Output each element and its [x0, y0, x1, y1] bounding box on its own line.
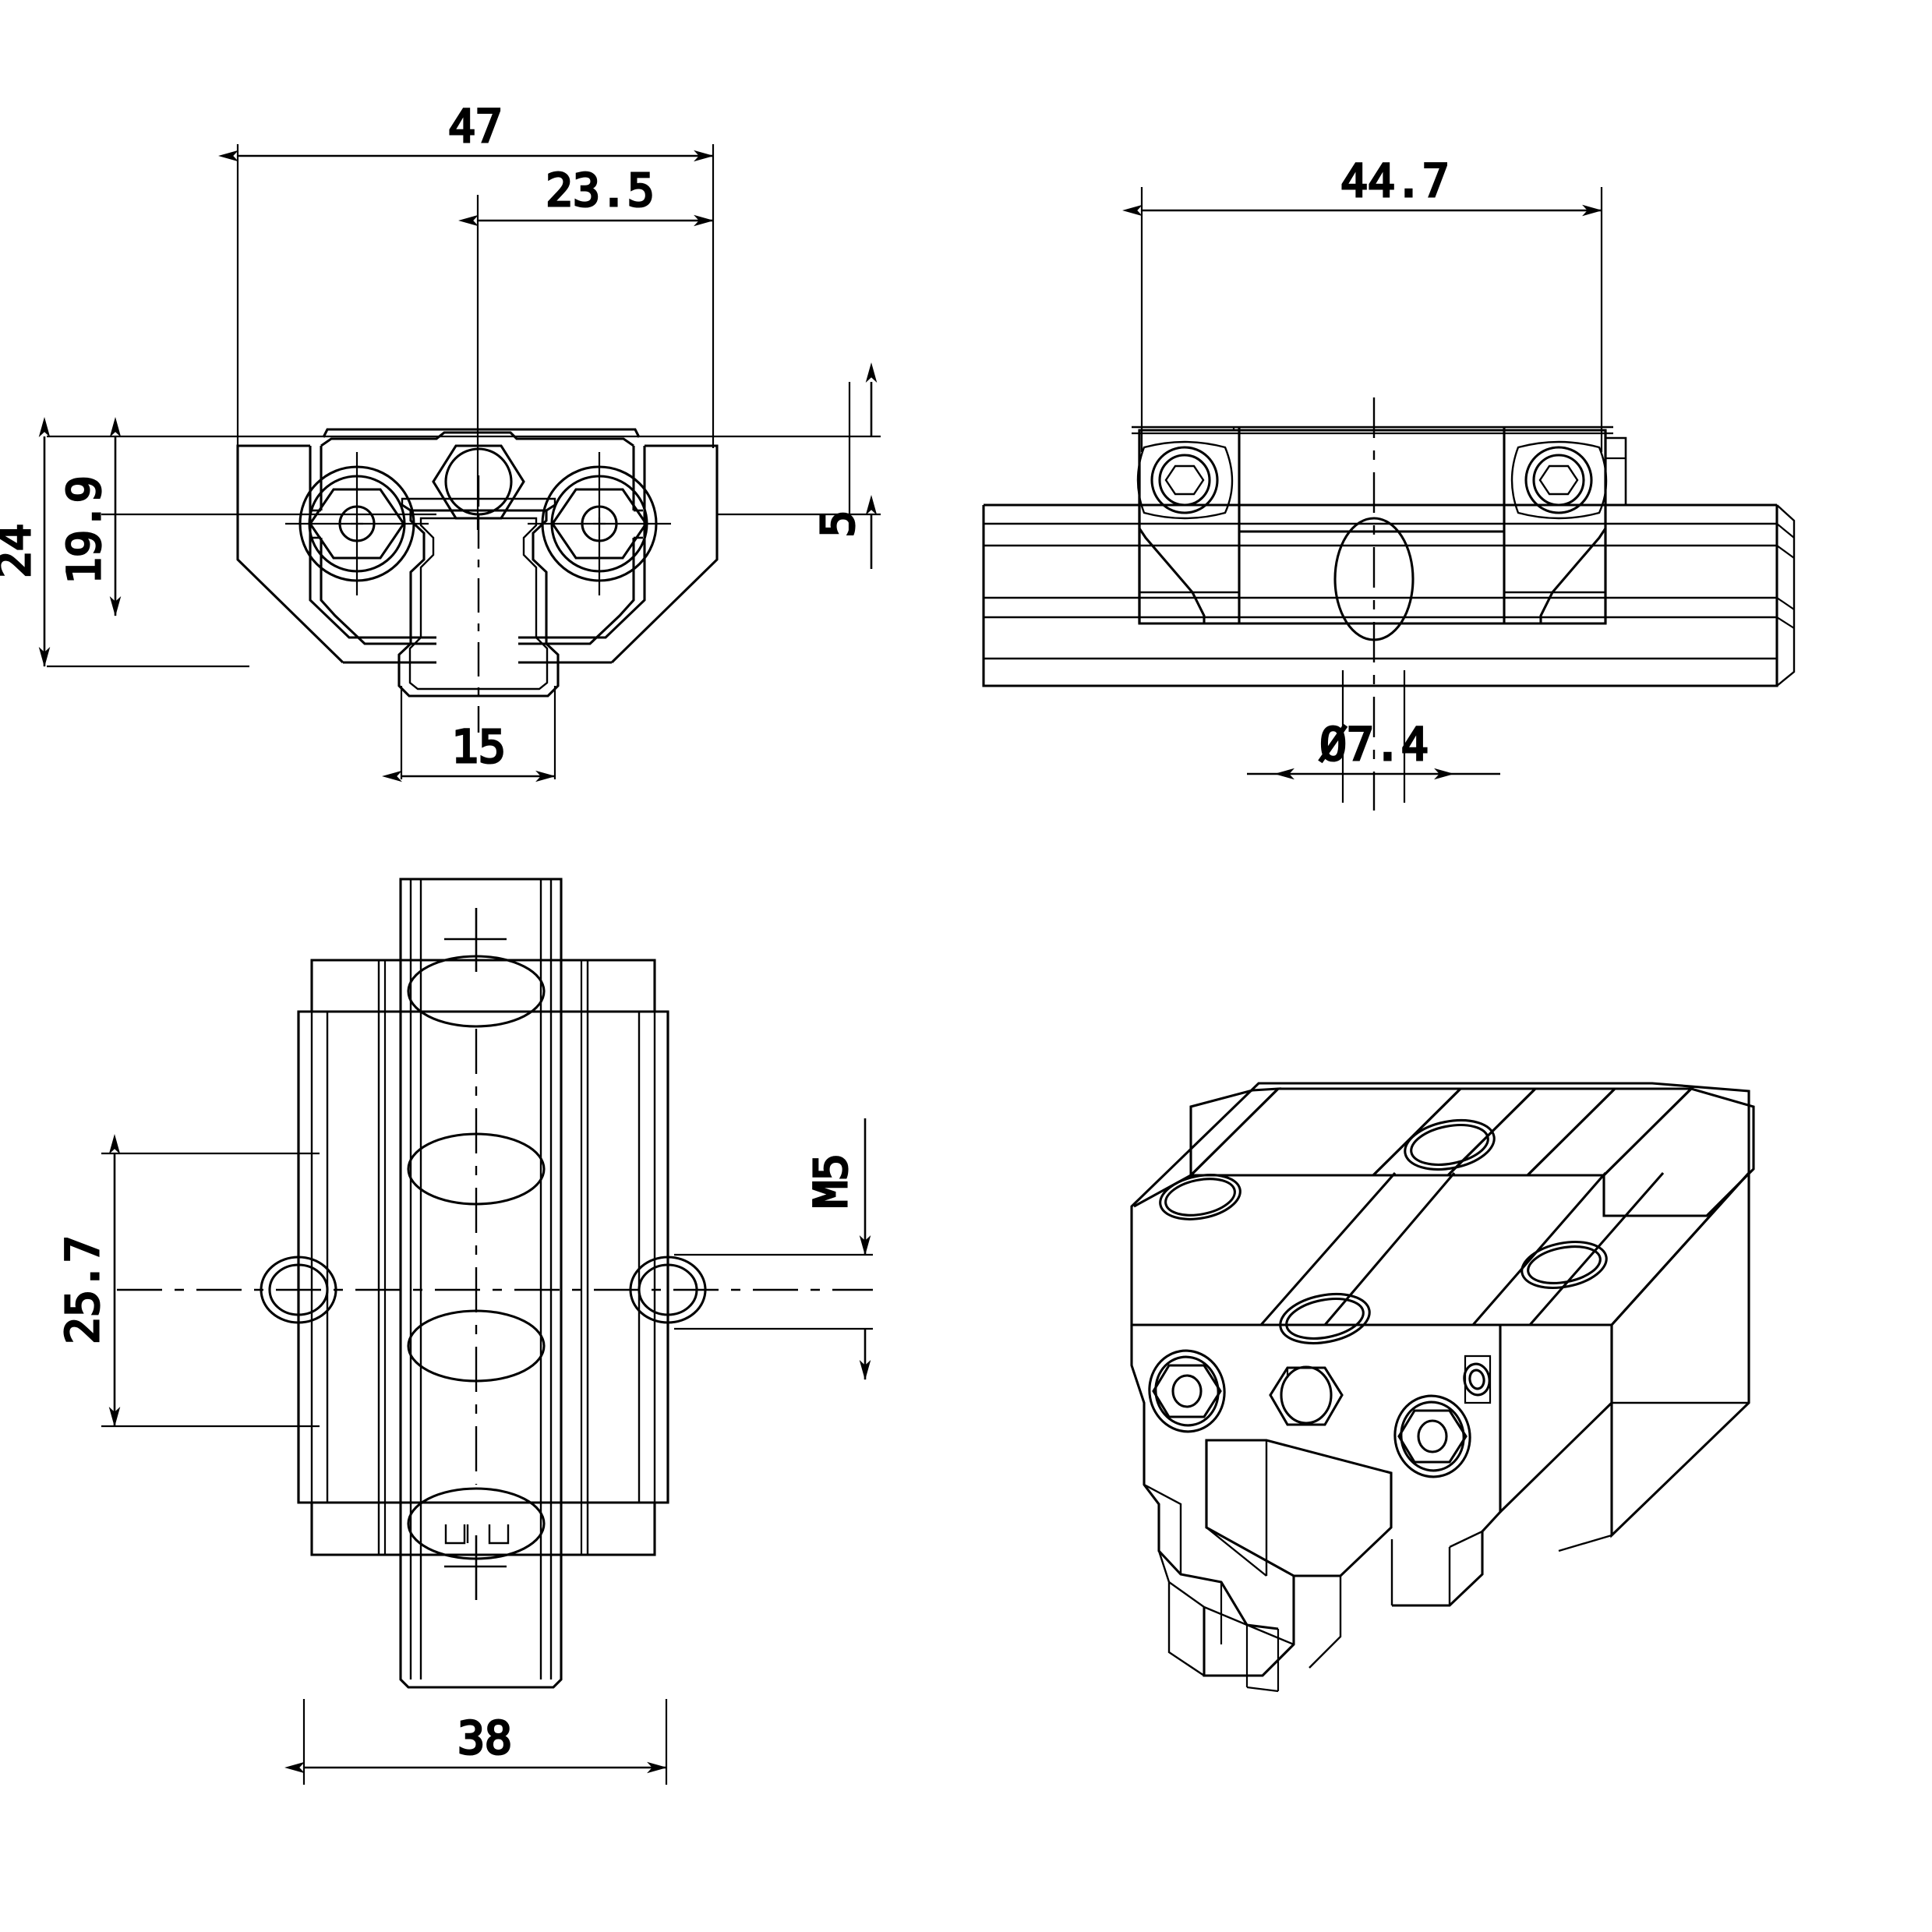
- iso-deck-holes: [1159, 1118, 1608, 1345]
- top-view: 25.7 M5 38: [55, 878, 873, 1785]
- top-view-extension-lines: [101, 1152, 873, 1785]
- dimension-47-label: 47: [448, 100, 503, 153]
- dimension-38-label: 38: [457, 1711, 512, 1764]
- iso-rail: [1157, 1439, 1393, 1693]
- carriage-top-view-body: [260, 955, 707, 1560]
- dimension-24: 24: [0, 417, 51, 668]
- carriage-side-body: [1132, 426, 1627, 641]
- iso-carriage-skirt: [1143, 1483, 1501, 1605]
- dimension-m5: M5: [803, 1118, 871, 1381]
- dimension-24-label: 24: [0, 524, 41, 578]
- iso-top-deck: [1133, 1087, 1755, 1217]
- side-view: 44.7 Ø7.4: [982, 153, 1796, 811]
- dimension-38: 38: [284, 1710, 668, 1774]
- rail-top-view: [399, 878, 563, 1689]
- iso-hex-screw-left: [1148, 1349, 1226, 1433]
- dimension-19-9: 19.9: [56, 417, 122, 617]
- iso-hex-screw-right: [1393, 1394, 1471, 1478]
- rail-side-profile: [982, 503, 1796, 687]
- hex-socket-screw-left: [285, 452, 429, 595]
- dimension-25-7-label: 25.7: [56, 1235, 109, 1344]
- dimension-19-9-label: 19.9: [58, 475, 111, 585]
- rail-center-cross-bottom: [444, 1535, 507, 1600]
- dimension-44-7: 44.7: [1122, 153, 1603, 217]
- hex-socket-screw-right: [528, 452, 671, 595]
- side-view-extension-lines: [1140, 187, 1603, 803]
- iso-grease-port: [1463, 1355, 1492, 1404]
- dimension-23-5-label: 23.5: [546, 164, 655, 217]
- top-view-centerlines: [117, 1029, 873, 1485]
- isometric-view: [1130, 1082, 1755, 1693]
- dimension-5: 5: [810, 362, 878, 569]
- carriage-cross-section-outline: [236, 428, 719, 664]
- iso-center-hex-nut: [1269, 1365, 1344, 1426]
- dimension-m5-label: M5: [804, 1153, 857, 1208]
- dimension-23-5: 23.5: [458, 162, 715, 227]
- dimension-5-label: 5: [811, 510, 864, 538]
- front-section-view: 47 23.5 24 19.9 5 15: [0, 98, 881, 782]
- dimension-25-7: 25.7: [55, 1134, 121, 1428]
- rail-cross-section: [397, 497, 560, 698]
- dimension-44-7-label: 44.7: [1340, 154, 1450, 207]
- front-view-extension-lines: [47, 144, 881, 779]
- rail-center-cross-top: [444, 908, 507, 972]
- iso-body-top: [1130, 1082, 1750, 1326]
- dimension-47: 47: [218, 98, 715, 162]
